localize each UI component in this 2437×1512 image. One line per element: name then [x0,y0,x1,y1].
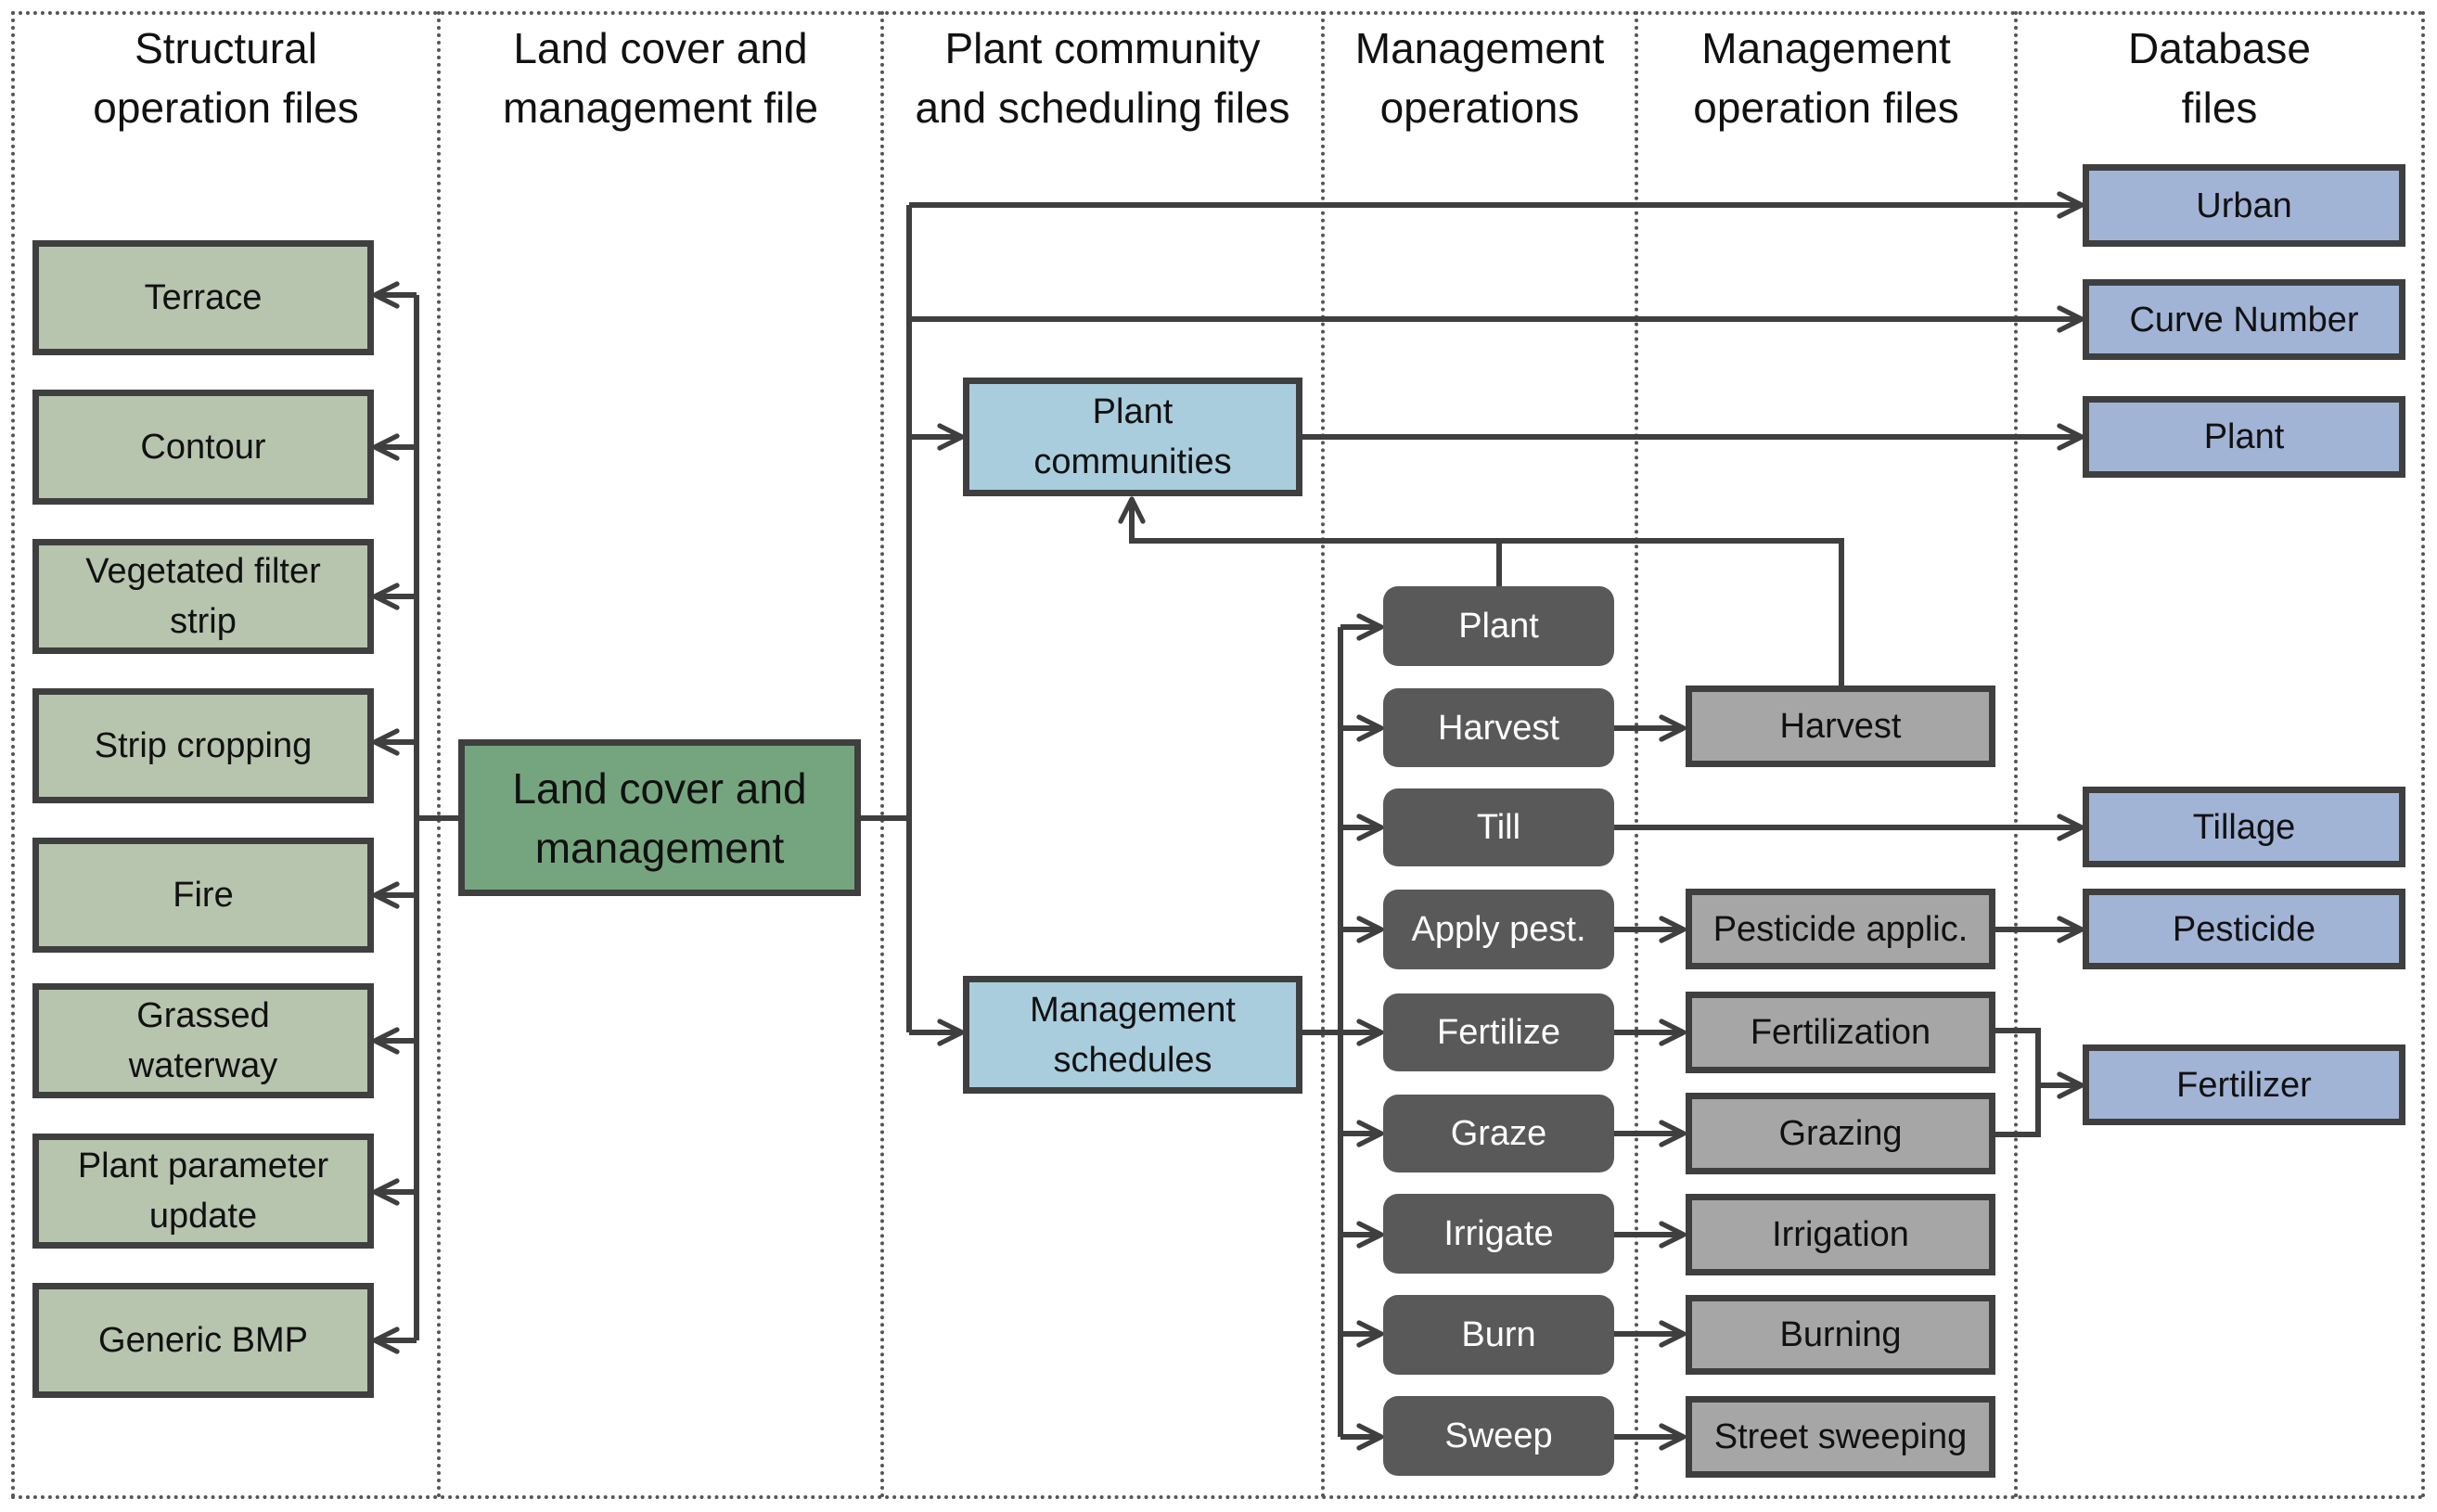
column-divider [2014,11,2018,1499]
operation-box-plant[interactable]: Plant [1383,586,1614,666]
database-box-urban[interactable]: Urban [2083,164,2405,247]
operation-file-box-pesticide-applic[interactable]: Pesticide applic. [1686,889,1995,969]
database-box-plant[interactable]: Plant [2083,396,2405,478]
operation-box-fertilize[interactable]: Fertilize [1383,993,1614,1071]
header-management-operation-files: Management operation files [1693,24,1959,132]
operation-box-harvest[interactable]: Harvest [1383,688,1614,767]
operation-box-irrigate[interactable]: Irrigate [1383,1194,1614,1274]
header-land-cover-management-file: Land cover and management file [502,24,819,132]
header-structural-operation-files: Structural operation files [93,24,359,132]
database-box-pesticide[interactable]: Pesticide [2083,889,2405,969]
column-divider [1635,11,1638,1499]
operation-box-sweep[interactable]: Sweep [1383,1396,1614,1476]
operation-file-box-grazing[interactable]: Grazing [1686,1093,1995,1174]
plant-communities-box[interactable]: Plant communities [963,378,1302,496]
header-plant-community-scheduling-files: Plant community and scheduling files [915,24,1290,132]
structural-box-generic-bmp[interactable]: Generic BMP [32,1283,374,1398]
column-divider [880,11,884,1499]
structural-box-vegetated-filter-strip[interactable]: Vegetated filter strip [32,539,374,654]
management-schedules-box[interactable]: Management schedules [963,976,1302,1094]
header-management-operations: Management operations [1354,24,1605,132]
operation-box-burn[interactable]: Burn [1383,1295,1614,1375]
database-box-fertilizer[interactable]: Fertilizer [2083,1044,2405,1125]
connector-fertilization-merge [1995,1028,2041,1137]
column-divider [1321,11,1325,1499]
outer-frame [11,11,2425,1499]
feedback-to-plant-communities [1118,496,1844,686]
header-database-files: Database files [2128,24,2311,132]
operation-file-box-burning[interactable]: Burning [1686,1295,1995,1375]
operation-file-box-fertilization[interactable]: Fertilization [1686,992,1995,1073]
structural-box-plant-parameter-update[interactable]: Plant parameter update [32,1134,374,1249]
structural-box-contour[interactable]: Contour [32,390,374,505]
operation-box-till[interactable]: Till [1383,788,1614,866]
database-box-tillage[interactable]: Tillage [2083,787,2405,867]
database-box-curve-number[interactable]: Curve Number [2083,279,2405,360]
structural-box-grassed-waterway[interactable]: Grassed waterway [32,983,374,1098]
structural-box-fire[interactable]: Fire [32,838,374,953]
operation-file-box-harvest[interactable]: Harvest [1686,686,1995,767]
land-cover-management-box[interactable]: Land cover and management [458,739,861,896]
operation-file-box-street-sweeping[interactable]: Street sweeping [1686,1396,1995,1478]
structural-box-terrace[interactable]: Terrace [32,240,374,355]
column-divider [437,11,441,1499]
structural-box-strip-cropping[interactable]: Strip cropping [32,688,374,803]
operation-box-graze[interactable]: Graze [1383,1095,1614,1172]
operation-file-box-irrigation[interactable]: Irrigation [1686,1194,1995,1275]
operation-box-apply-pest[interactable]: Apply pest. [1383,890,1614,969]
